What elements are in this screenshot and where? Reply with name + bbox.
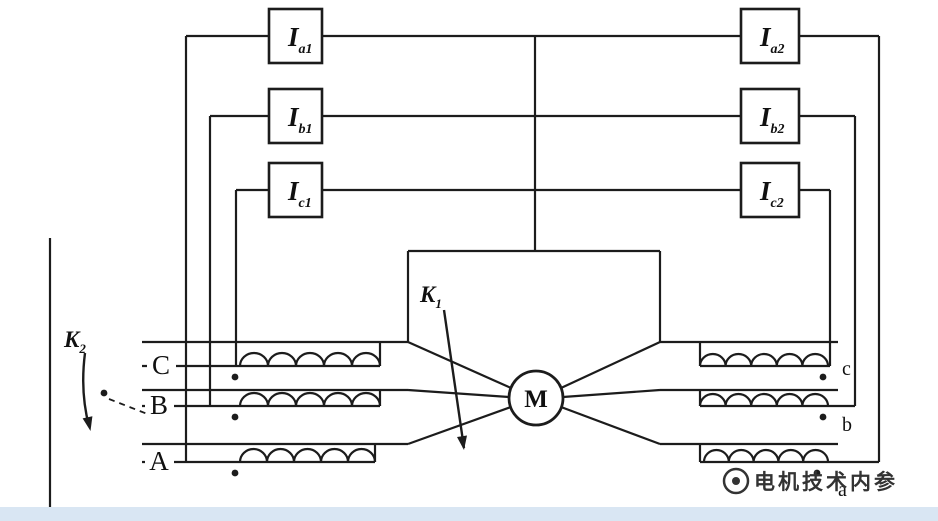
meter-box-ib2 (739, 87, 801, 145)
coil-left-c (238, 351, 382, 367)
switch-k1: K1 (419, 282, 467, 450)
coil-right-a (702, 448, 830, 463)
switch-k2-label: K2 (63, 327, 86, 356)
polarity-dot-right-b (819, 413, 827, 421)
polarity-dot-right-a (813, 469, 821, 477)
coil-right-c (698, 352, 830, 367)
watermark-text: 电机技术内参 (754, 470, 898, 494)
polarity-dot-left-b (231, 413, 239, 421)
coil-left-a (238, 447, 377, 463)
wire-fan-left-mid (407, 388, 510, 399)
wire-fan-right-top (560, 341, 661, 389)
meter-box-ib1 (267, 87, 324, 145)
coil-left-b (238, 391, 382, 407)
coil-right-b (698, 392, 830, 407)
bottom-bar (0, 507, 938, 521)
meter-label-ic2: Ic2 (759, 176, 784, 211)
meter-box-ia1 (267, 7, 324, 65)
wire-fan-left-top (407, 340, 512, 390)
meter-label-ib2: Ib2 (759, 102, 785, 137)
phase-labels: C B A c b a (149, 350, 852, 501)
watermark-logo-dot (732, 477, 740, 485)
wire-fan-right-bottom (560, 405, 661, 446)
label-gap-b (145, 392, 174, 417)
switch-k1-blade (442, 309, 466, 449)
meter-box-ic2 (739, 161, 801, 219)
motor-label: M (524, 386, 548, 413)
switch-k2-contact-dot (100, 389, 108, 397)
watermark: 电机技术内参 (722, 467, 898, 495)
motor: M (507, 369, 565, 427)
meter-label-ia2: Ia2 (759, 22, 785, 57)
polarity-dot-right-c (819, 373, 827, 381)
meter-boxes: Ia1 Ib1 Ic1 Ia2 Ib2 Ic2 (267, 7, 801, 219)
label-gap-c (147, 350, 176, 378)
terminal-label-b: b (842, 414, 852, 436)
switch-k1-arrowhead (457, 435, 467, 450)
polarity-dot-left-c (231, 373, 239, 381)
wiring (48, 34, 881, 512)
motor-circle (507, 369, 565, 427)
meter-label-ib1: Ib1 (287, 102, 313, 137)
label-gap-a (145, 448, 174, 473)
current-transformer-coils (231, 351, 830, 477)
phase-label-b: B (150, 390, 168, 420)
meter-label-ic1: Ic1 (287, 176, 312, 211)
switch-k2-dashed-link (108, 398, 151, 416)
polarity-dot-left-a (231, 469, 239, 477)
phase-label-c: C (152, 350, 170, 380)
phase-label-a: A (149, 446, 169, 476)
wire-fan-right-mid (562, 388, 661, 399)
switch-k2-arrowhead (82, 416, 93, 431)
wire-fan-left-bottom (407, 405, 512, 446)
switch-k2: K2 (63, 327, 151, 431)
switch-k1-label: K1 (419, 282, 442, 311)
meter-label-ia1: Ia1 (287, 22, 313, 57)
meter-box-ia2 (739, 7, 801, 65)
terminal-label-c: c (842, 358, 851, 380)
terminal-label-a: a (838, 479, 847, 501)
watermark-logo-icon (722, 467, 750, 495)
meter-box-ic1 (267, 161, 324, 219)
